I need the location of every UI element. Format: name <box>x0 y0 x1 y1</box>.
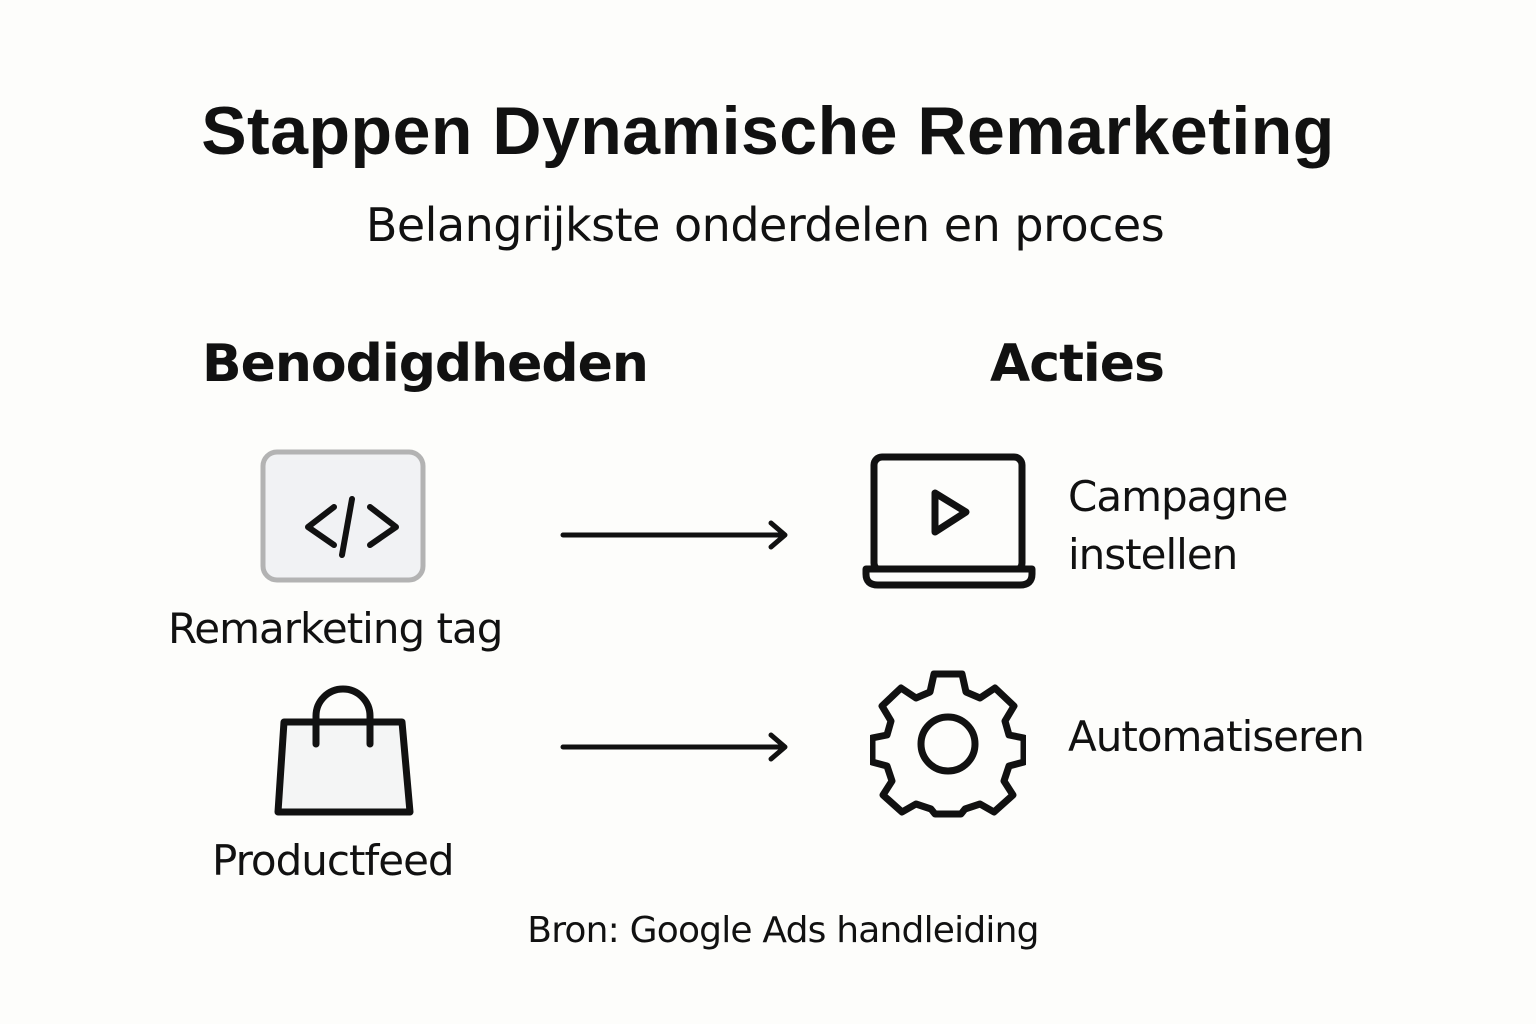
page-title: Stappen Dynamische Remarketing <box>201 93 1335 169</box>
arrow-right-icon <box>558 518 794 552</box>
column-heading-acties: Acties <box>990 334 1165 394</box>
shopping-bag-icon <box>270 680 420 820</box>
page-subtitle: Belangrijkste onderdelen en proces <box>365 198 1165 252</box>
laptop-play-icon <box>862 452 1036 592</box>
code-icon <box>260 449 426 583</box>
gear-icon <box>870 666 1026 818</box>
item-label-productfeed: Productfeed <box>212 836 455 885</box>
item-label-line1: Campagne <box>1068 472 1288 521</box>
source-caption: Bron: Google Ads handleiding <box>527 910 1039 951</box>
item-label-automatiseren: Automatiseren <box>1068 712 1365 761</box>
item-label-campagne-instellen: Campagne instellen <box>1068 468 1288 584</box>
column-heading-benodigdheden: Benodigdheden <box>202 334 649 394</box>
item-label-line2: instellen <box>1068 530 1238 579</box>
arrow-right-icon <box>558 730 794 764</box>
item-label-remarketing-tag: Remarketing tag <box>168 604 503 653</box>
